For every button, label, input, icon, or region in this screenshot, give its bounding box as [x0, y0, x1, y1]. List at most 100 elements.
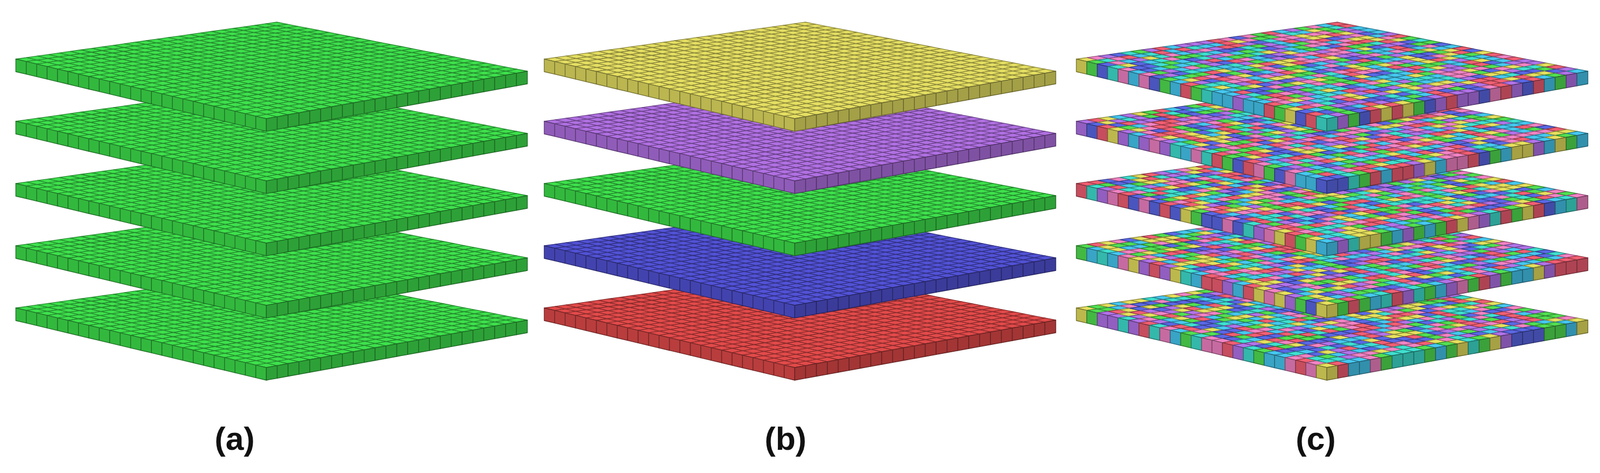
- cube-face: [364, 285, 376, 301]
- cube-face: [182, 347, 194, 363]
- cube-face: [68, 320, 79, 336]
- cube-face: [109, 267, 121, 284]
- cube-face: [461, 205, 474, 221]
- cube-face: [461, 330, 474, 345]
- cube-face: [141, 338, 152, 354]
- cube-face: [287, 299, 300, 315]
- cube-face: [172, 345, 183, 361]
- cube-face: [99, 265, 110, 282]
- cube-face: [78, 198, 90, 214]
- cube-face: [203, 228, 215, 244]
- cube-face: [331, 229, 343, 245]
- cube-face: [68, 196, 79, 212]
- cube-face: [26, 186, 37, 202]
- cube-face: [374, 283, 387, 299]
- cube-face: [407, 215, 419, 231]
- cube-face: [99, 203, 110, 219]
- cube-face: [203, 352, 215, 369]
- cube-face: [287, 361, 300, 377]
- cube-face: [245, 238, 256, 254]
- cube-face: [353, 287, 365, 303]
- cube-face: [320, 355, 332, 371]
- cube-face: [255, 240, 267, 256]
- cube-face: [99, 328, 110, 344]
- cube-face: [505, 259, 517, 275]
- cube-face: [182, 285, 194, 301]
- cube-face: [429, 211, 441, 227]
- cube-face: [245, 362, 256, 379]
- cube-face: [224, 295, 236, 311]
- cube-face: [473, 203, 485, 219]
- cube-face: [172, 220, 183, 237]
- cube-face: [161, 342, 173, 359]
- cube-face: [407, 340, 419, 355]
- cube-face: [516, 257, 528, 273]
- cube-face: [26, 310, 37, 326]
- cube-face: [397, 341, 409, 357]
- cube-face: [320, 231, 332, 247]
- cube-face: [353, 225, 365, 240]
- cube-face: [364, 348, 376, 363]
- cube-face: [46, 253, 58, 269]
- cube-face: [461, 267, 474, 283]
- cube-face: [429, 273, 441, 289]
- cube-face: [353, 349, 365, 365]
- cube-face: [15, 245, 27, 262]
- cube-face: [484, 201, 496, 217]
- cube-face: [255, 302, 267, 318]
- cube-face: [130, 210, 142, 227]
- cube-face: [235, 297, 246, 314]
- cube-face: [182, 223, 194, 239]
- cube-face: [203, 290, 215, 306]
- cube-face: [120, 332, 131, 349]
- cube-face: [193, 350, 205, 366]
- cube-face: [109, 205, 121, 221]
- cube-face: [484, 325, 496, 341]
- cube-face: [505, 322, 517, 337]
- cube-face: [516, 320, 528, 335]
- cube-face: [151, 215, 162, 231]
- cube-face: [214, 355, 225, 371]
- cube-face: [386, 219, 398, 235]
- cube-face: [451, 332, 463, 348]
- cube-face: [89, 200, 100, 217]
- cube-face: [26, 248, 37, 264]
- cube-face: [15, 307, 27, 324]
- cube-face: [473, 328, 485, 343]
- cube-face: [141, 275, 152, 292]
- cube-face: [374, 221, 387, 237]
- cube-face: [224, 357, 236, 373]
- cube-face: [46, 190, 58, 207]
- cube-face: [266, 303, 278, 318]
- cube-face: [505, 197, 517, 213]
- cube-face: [36, 188, 48, 204]
- cube-face: [320, 293, 332, 309]
- cube-face: [516, 195, 528, 211]
- cube-face: [130, 273, 142, 289]
- cube-face: [342, 289, 354, 305]
- cube-face: [440, 333, 452, 349]
- cube-face: [46, 315, 58, 331]
- cube-face: [310, 295, 322, 311]
- cube-face: [407, 277, 419, 293]
- cube-face: [266, 365, 278, 381]
- cube-face: [429, 335, 441, 351]
- cube-face: [451, 270, 463, 285]
- cube-face: [397, 217, 409, 233]
- cube-face: [68, 258, 79, 274]
- cube-face: [78, 322, 90, 339]
- cube-face: [473, 265, 485, 281]
- cube-face: [214, 293, 225, 309]
- cube-face: [141, 213, 152, 229]
- cube-face: [235, 360, 246, 376]
- cube-face: [214, 230, 225, 247]
- cube-face: [331, 353, 343, 369]
- cube-face: [109, 330, 121, 346]
- cube-face: [120, 208, 131, 224]
- cube-face: [161, 218, 173, 234]
- cube-face: [193, 225, 205, 242]
- cube-face: [310, 233, 322, 248]
- cube-face: [15, 183, 27, 199]
- cube-face: [277, 239, 289, 255]
